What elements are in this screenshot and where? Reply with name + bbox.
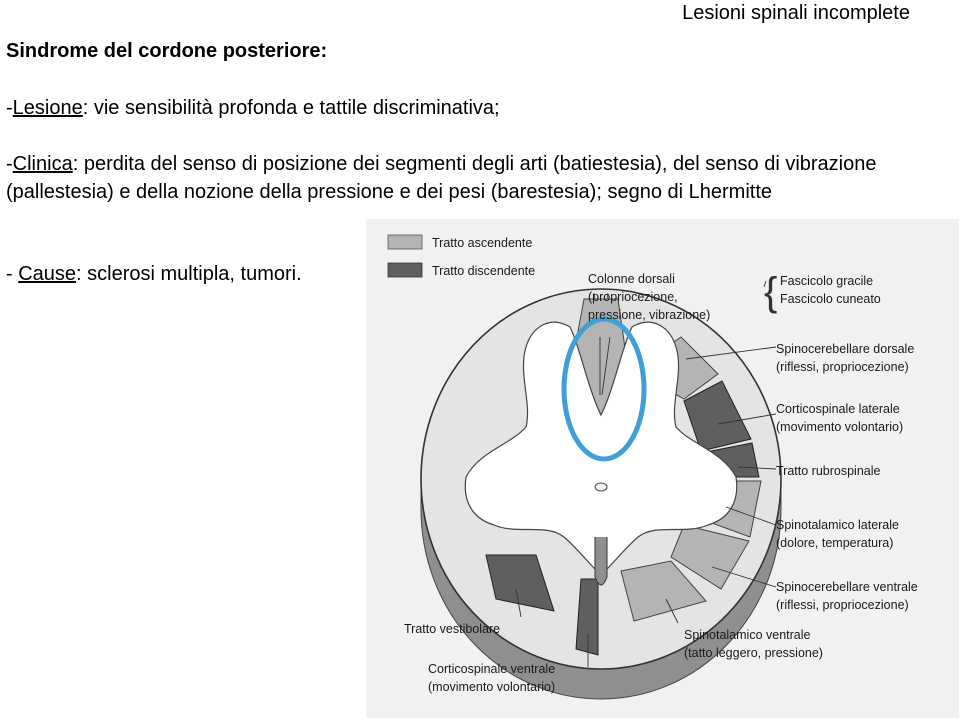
causes-text: : sclerosi multipla, tumori. bbox=[76, 263, 302, 285]
clinic-text: : perdita del senso di posizione dei seg… bbox=[6, 153, 877, 203]
ventral-median-fissure bbox=[594, 537, 608, 586]
label-ventral-spinothalamic: Spinotalamico ventrale (tatto leggero, p… bbox=[684, 628, 823, 660]
slide-title: Sindrome del cordone posteriore: bbox=[6, 40, 328, 62]
legend-swatch-descending bbox=[387, 262, 423, 278]
label-fasciculi: Fascicolo gracile Fascicolo cuneato bbox=[780, 274, 881, 306]
clinic-prefix: - bbox=[6, 153, 13, 175]
label-dorsal-columns-line3: pressione, vibrazione) bbox=[588, 308, 710, 322]
lesion-paragraph: -Lesione: vie sensibilità profonda e tat… bbox=[6, 94, 500, 122]
clinic-paragraph: -Clinica: perdita del senso di posizione… bbox=[6, 150, 926, 206]
label-dorsal-columns-line1: Colonne dorsali bbox=[588, 272, 675, 286]
leader-lines bbox=[515, 280, 777, 667]
clinic-term: Clinica bbox=[12, 153, 73, 175]
label-vestibular-line1: Tratto vestibolare bbox=[404, 622, 500, 636]
label-lateral-spinothalamic-line2: (dolore, temperatura) bbox=[776, 536, 893, 550]
dorsal-columns-highlight bbox=[561, 316, 647, 462]
causes-paragraph: - Cause: sclerosi multipla, tumori. bbox=[6, 260, 302, 288]
legend-swatch-ascending bbox=[387, 234, 423, 250]
ventral-corticospinal-tract bbox=[575, 578, 599, 656]
label-dorsal-spinocerebellar-line2: (riflessi, propriocezione) bbox=[776, 360, 909, 374]
label-lateral-spinothalamic-line1: Spinotalamico laterale bbox=[776, 518, 899, 532]
label-ventral-corticospinal-line2: (movimento volontario) bbox=[428, 680, 555, 694]
fasciculi-brace: { bbox=[764, 270, 777, 314]
label-fascicolo-cuneato: Fascicolo cuneato bbox=[780, 292, 881, 306]
lesion-prefix: - bbox=[6, 97, 13, 119]
spinal-cord-diagram: Tratto ascendente Tratto discendente bbox=[387, 234, 921, 700]
label-rubrospinal: Tratto rubrospinale bbox=[776, 464, 880, 478]
causes-term: Cause bbox=[18, 263, 77, 285]
label-ventral-spinothalamic-line2: (tatto leggero, pressione) bbox=[684, 646, 823, 660]
label-vestibular: Tratto vestibolare bbox=[404, 622, 500, 636]
label-ventral-spinocerebellar-line2: (riflessi, propriocezione) bbox=[776, 598, 909, 612]
label-ventral-spinocerebellar: Spinocerebellare ventrale (riflessi, pro… bbox=[776, 580, 921, 612]
ventral-spinocerebellar-tract bbox=[670, 524, 750, 590]
lesion-term: Lesione bbox=[12, 97, 83, 119]
spinal-cord-figure: Tratto ascendente Tratto discendente bbox=[366, 219, 959, 718]
legend-descending-label: Tratto discendente bbox=[432, 264, 535, 278]
label-dorsal-spinocerebellar-line1: Spinocerebellare dorsale bbox=[776, 342, 914, 356]
causes-prefix: - bbox=[6, 263, 19, 285]
label-fascicolo-gracile: Fascicolo gracile bbox=[780, 274, 873, 288]
label-ventral-spinothalamic-line1: Spinotalamico ventrale bbox=[684, 628, 811, 642]
label-dorsal-spinocerebellar: Spinocerebellare dorsale (riflessi, prop… bbox=[776, 342, 918, 374]
label-dorsal-columns-line2: (propriocezione, bbox=[588, 290, 678, 304]
ventral-spinothalamic-tract bbox=[620, 560, 707, 622]
label-lateral-corticospinal-line1: Corticospinale laterale bbox=[776, 402, 900, 416]
label-ventral-corticospinal: Corticospinale ventrale (movimento volon… bbox=[428, 662, 559, 694]
legend-ascending-label: Tratto ascendente bbox=[432, 236, 532, 250]
label-lateral-corticospinal-line2: (movimento volontario) bbox=[776, 420, 903, 434]
vestibular-tract bbox=[485, 554, 555, 612]
label-lateral-spinothalamic: Spinotalamico laterale (dolore, temperat… bbox=[776, 518, 902, 550]
central-canal bbox=[594, 482, 608, 492]
slide-header: Lesioni spinali incomplete bbox=[682, 2, 910, 24]
label-dorsal-columns: Colonne dorsali (propriocezione, pressio… bbox=[588, 272, 710, 322]
label-rubrospinal-line1: Tratto rubrospinale bbox=[776, 464, 880, 478]
label-lateral-corticospinal: Corticospinale laterale (movimento volon… bbox=[776, 402, 903, 434]
lesion-text: : vie sensibilità profonda e tattile dis… bbox=[82, 97, 500, 119]
lateral-corticospinal-tract bbox=[683, 380, 752, 452]
label-ventral-spinocerebellar-line1: Spinocerebellare ventrale bbox=[776, 580, 918, 594]
label-ventral-corticospinal-line1: Corticospinale ventrale bbox=[428, 662, 555, 676]
